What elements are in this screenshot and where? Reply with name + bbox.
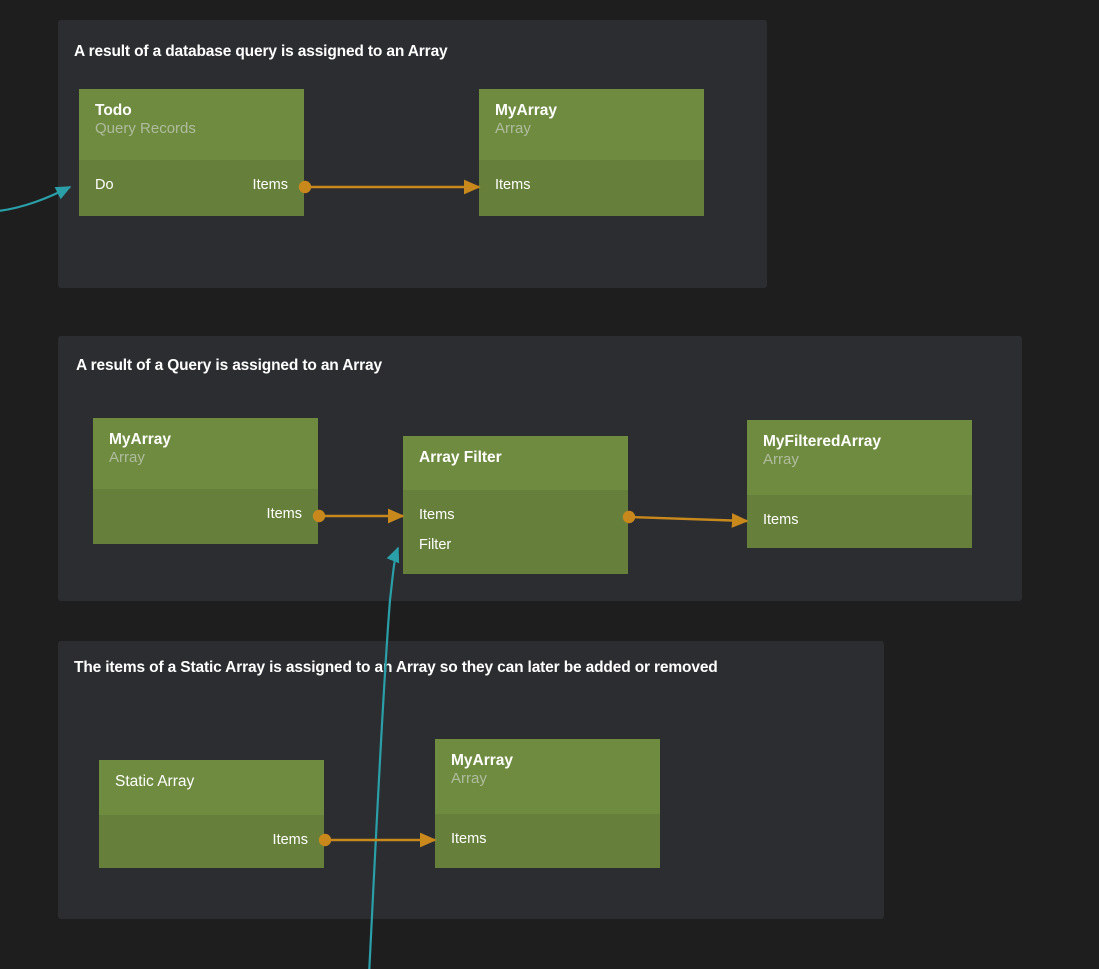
node-todo-output-items[interactable]: Items [252,177,288,193]
node-myarray-2-body: Items [93,489,318,544]
node-myarray-1-input-items[interactable]: Items [495,177,531,193]
panel-query-filter-title: A result of a Query is assigned to an Ar… [76,357,382,374]
node-myarray-2-subtitle: Array [109,448,145,466]
node-static-array-title: Static Array [115,773,195,790]
node-myarray-3-subtitle: Array [451,769,487,787]
node-myarray-1-header: MyArray Array [479,89,704,160]
node-todo-title: Todo [95,102,132,119]
node-myarray-1-title: MyArray [495,102,558,119]
node-myarray-3-input-items[interactable]: Items [451,831,487,847]
node-myarray-3-header: MyArray Array [435,739,660,814]
node-static-array-port-row: Items [99,825,324,855]
node-todo[interactable]: Todo Query Records Do Items [79,89,304,216]
node-myfilteredarray-title: MyFilteredArray [763,433,882,450]
node-todo-port-row: Do Items [79,170,304,200]
node-todo-body: Do Items [79,160,304,216]
node-myarray-2-title: MyArray [109,431,172,448]
node-myarray-3-title: MyArray [451,752,514,769]
node-myfilteredarray-header: MyFilteredArray Array [747,420,972,495]
panel-database-query-title: A result of a database query is assigned… [74,43,448,60]
panel-static-array-title: The items of a Static Array is assigned … [74,659,718,676]
node-myarray-1-body: Items [479,160,704,216]
node-myarray-1-port-row: Items [479,170,704,200]
node-myarray-3-port-row: Items [435,824,660,854]
node-todo-header: Todo Query Records [79,89,304,160]
node-myfilteredarray[interactable]: MyFilteredArray Array Items [747,420,972,548]
node-static-array-output-items[interactable]: Items [272,832,308,848]
node-myarray-2-output-items[interactable]: Items [266,506,302,522]
node-static-array-header: Static Array [99,760,324,815]
node-myfilteredarray-input-items[interactable]: Items [763,512,799,528]
node-array-filter-title: Array Filter [419,449,502,466]
node-array-filter-header: Array Filter [403,436,628,490]
node-array-filter-port-row-filter: Filter [403,530,628,560]
node-array-filter[interactable]: Array Filter Items Filter [403,436,628,574]
node-myarray-2[interactable]: MyArray Array Items [93,418,318,544]
node-static-array[interactable]: Static Array Items [99,760,324,868]
node-myarray-1-subtitle: Array [495,119,531,137]
node-static-array-body: Items [99,815,324,868]
node-myarray-1[interactable]: MyArray Array Items [479,89,704,216]
node-myarray-3[interactable]: MyArray Array Items [435,739,660,868]
node-array-filter-body: Items Filter [403,490,628,574]
node-todo-input-do[interactable]: Do [95,177,114,193]
node-todo-subtitle: Query Records [95,119,196,137]
node-myfilteredarray-body: Items [747,495,972,548]
node-myfilteredarray-subtitle: Array [763,450,799,468]
node-myarray-2-port-row: Items [93,499,318,529]
node-myarray-3-body: Items [435,814,660,868]
node-array-filter-input-items[interactable]: Items [419,507,455,523]
node-array-filter-input-filter[interactable]: Filter [419,537,452,553]
node-array-filter-port-row-items: Items [403,500,628,530]
node-myfilteredarray-port-row: Items [747,505,972,535]
node-myarray-2-header: MyArray Array [93,418,318,489]
